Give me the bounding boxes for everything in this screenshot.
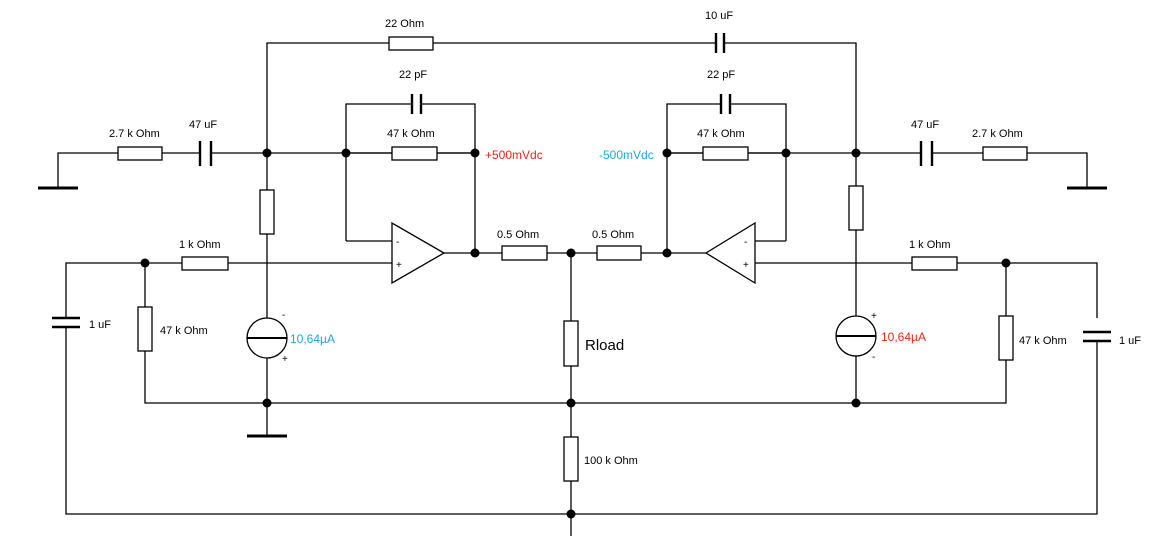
label-left-22pf: 22 pF xyxy=(399,69,427,81)
capacitor-10uf xyxy=(714,33,726,53)
capacitor-right-22pf xyxy=(719,94,732,114)
current-source-left: - + xyxy=(246,310,288,365)
label-right-47uf: 47 uF xyxy=(911,119,939,131)
label-rload: Rload xyxy=(585,337,624,354)
op-amp-left-minus: - xyxy=(396,237,399,248)
label-right-47k-feedback: 47 k Ohm xyxy=(697,128,745,140)
op-amp-right-minus: - xyxy=(744,237,747,248)
label-100k: 100 k Ohm xyxy=(584,455,638,467)
resistor-100k xyxy=(563,436,579,482)
capacitors xyxy=(52,33,1111,343)
label-right-22pf: 22 pF xyxy=(707,69,735,81)
label-left-47k-feedback: 47 k Ohm xyxy=(387,128,435,140)
label-left-47uf: 47 uF xyxy=(189,119,217,131)
capacitor-left-22pf xyxy=(410,94,423,114)
resistor-right-2k7 xyxy=(982,146,1028,161)
label-left-dc-voltage: +500mVdc xyxy=(485,148,543,162)
capacitor-left-47uf xyxy=(198,141,213,166)
label-left-0.5-ohm: 0.5 Ohm xyxy=(497,229,539,241)
label-22-ohm: 22 Ohm xyxy=(385,18,424,30)
current-source-left-minus: - xyxy=(282,310,285,321)
capacitor-right-47uf xyxy=(919,141,934,166)
resistor-right-bias xyxy=(848,185,864,231)
current-source-right-minus: - xyxy=(872,352,875,363)
resistor-rload xyxy=(563,320,579,367)
junction-dots xyxy=(140,148,1011,519)
resistor-right-47k-feedback xyxy=(702,146,749,161)
ground-symbols xyxy=(38,186,1107,438)
resistor-left-bias xyxy=(259,189,275,235)
resistor-22-ohm xyxy=(388,36,434,51)
resistor-left-47k-shunt xyxy=(137,306,153,352)
resistor-right-1k xyxy=(911,256,958,271)
resistor-left-2k7 xyxy=(117,146,163,161)
resistor-left-47k-feedback xyxy=(391,146,438,161)
label-10uf: 10 uF xyxy=(705,10,733,22)
label-right-47k-shunt: 47 k Ohm xyxy=(1019,335,1067,347)
label-left-1k: 1 k Ohm xyxy=(179,239,221,251)
label-right-1uf: 1 uF xyxy=(1119,335,1141,347)
resistor-right-0.5 xyxy=(596,245,642,261)
label-right-0.5-ohm: 0.5 Ohm xyxy=(592,229,634,241)
resistor-right-47k-shunt xyxy=(998,315,1014,361)
label-left-47k-shunt: 47 k Ohm xyxy=(160,325,208,337)
op-amp-left: - + xyxy=(391,221,446,285)
label-left-1uf: 1 uF xyxy=(89,319,111,331)
current-source-right-plus: + xyxy=(871,311,877,322)
label-left-2k7: 2.7 k Ohm xyxy=(109,128,160,140)
label-right-dc-voltage: -500mVdc xyxy=(599,148,654,162)
resistors xyxy=(117,36,1028,482)
label-right-current: 10,64µA xyxy=(881,330,926,344)
label-left-current: 10,64µA xyxy=(290,332,335,346)
capacitor-left-1uf xyxy=(52,316,80,329)
component-labels: 22 Ohm 10 uF 22 pF 22 pF 47 k Ohm 47 k O… xyxy=(89,10,1141,467)
resistor-left-1k xyxy=(181,256,229,271)
capacitor-right-1uf xyxy=(1083,330,1111,343)
op-amp-left-plus: + xyxy=(396,260,402,271)
current-source-right: + - xyxy=(835,311,877,363)
label-right-1k: 1 k Ohm xyxy=(909,239,951,251)
op-amp-right: - + xyxy=(704,221,756,285)
op-amp-right-plus: + xyxy=(743,260,749,271)
current-source-left-plus: + xyxy=(282,354,288,365)
resistor-left-0.5 xyxy=(501,245,548,261)
label-right-2k7: 2.7 k Ohm xyxy=(972,128,1023,140)
